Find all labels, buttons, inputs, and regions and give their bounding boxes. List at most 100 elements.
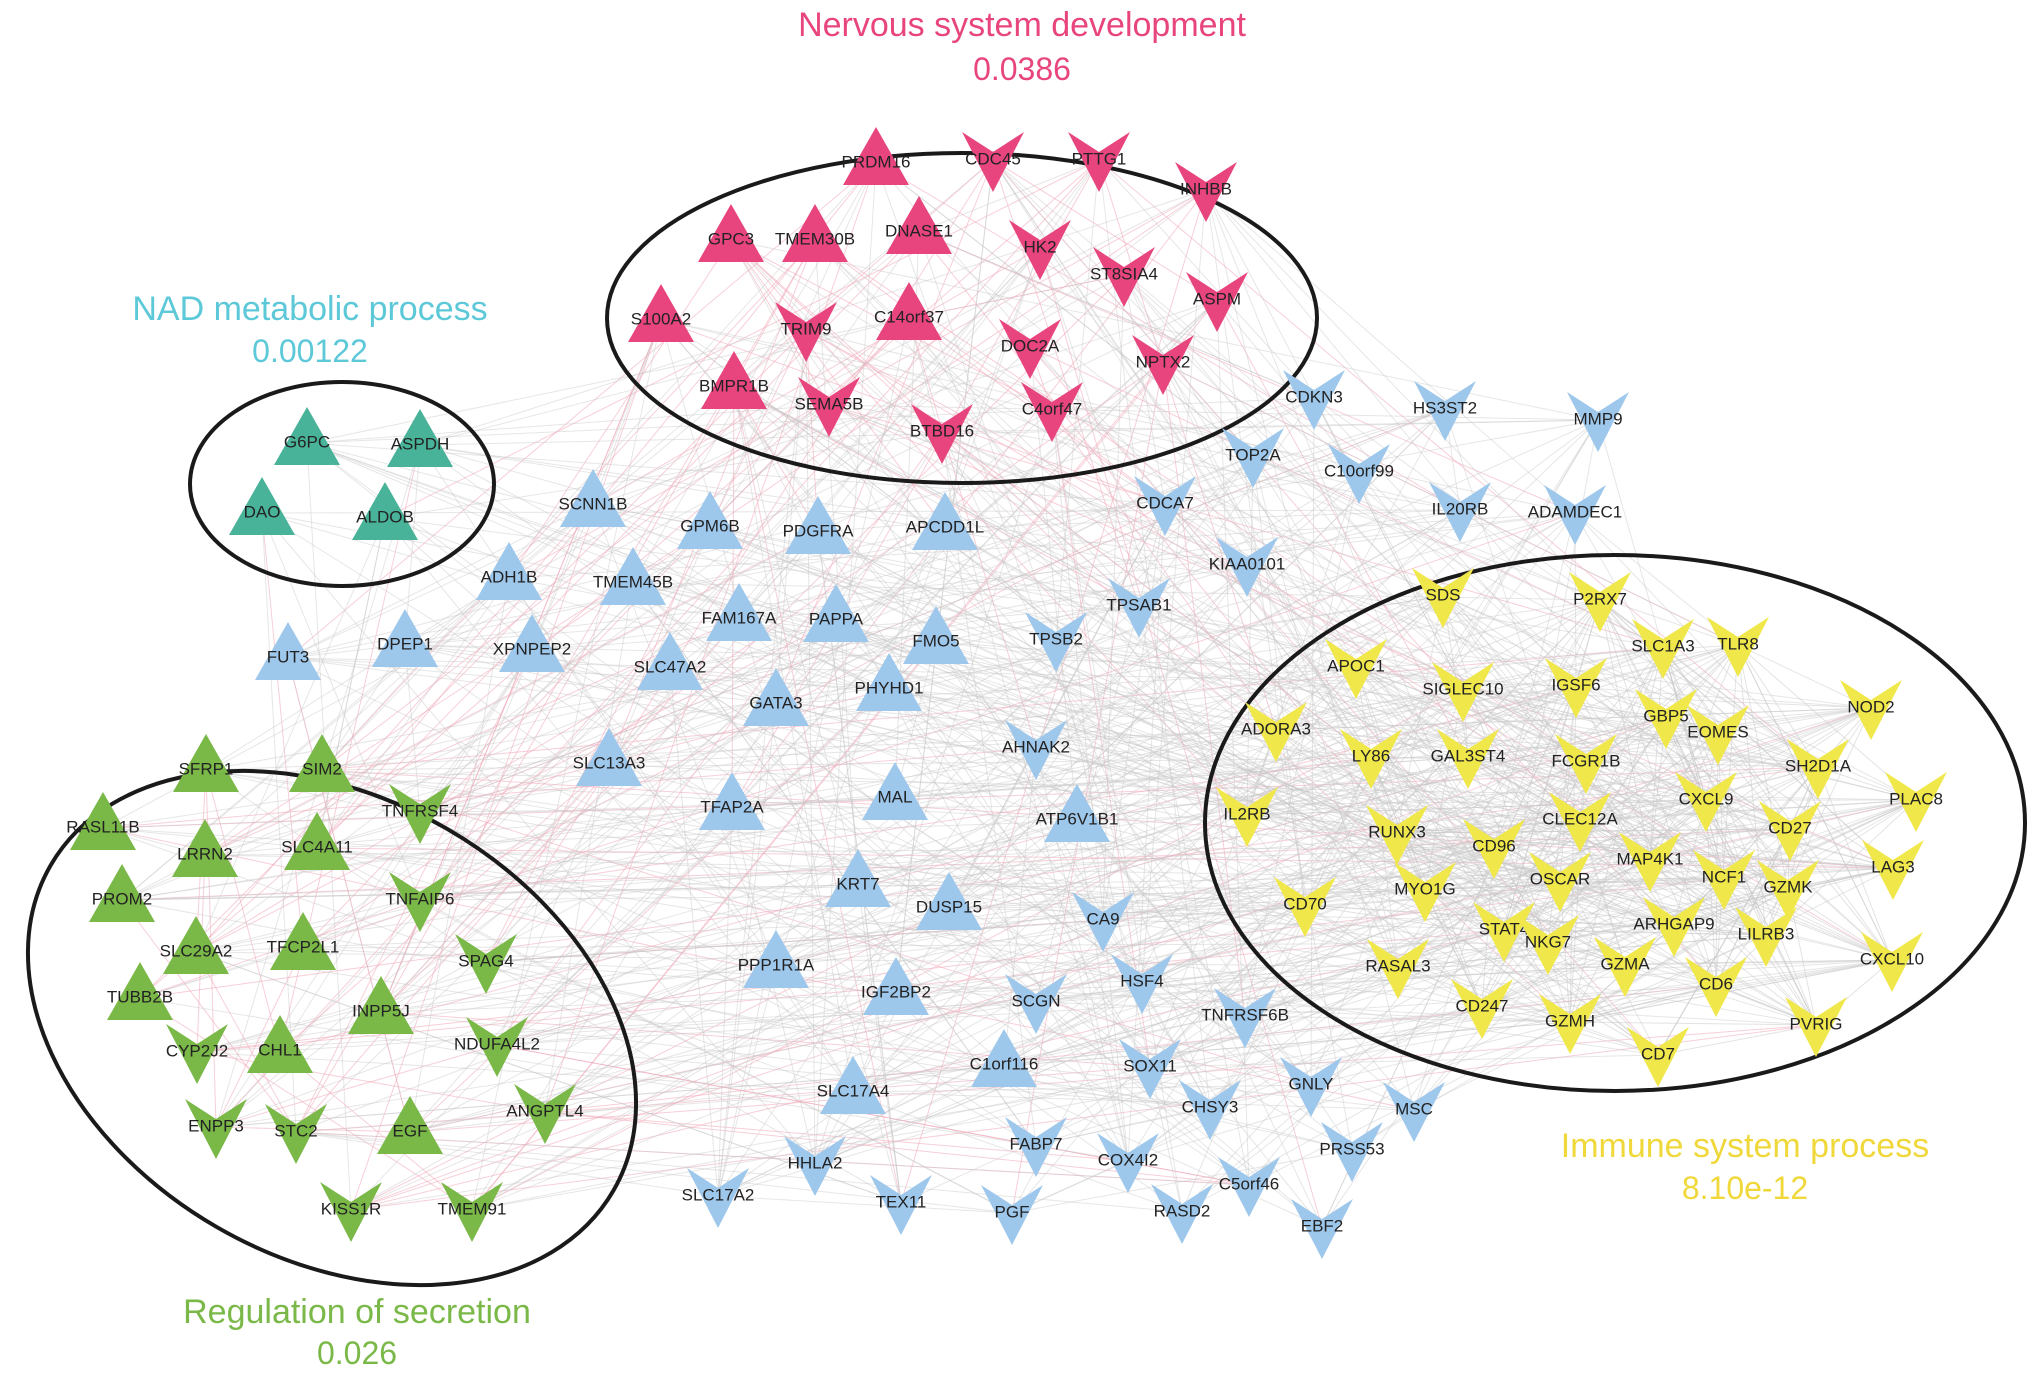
gene-node-c14orf37[interactable]: C14orf37 <box>874 282 944 340</box>
gene-node-pgf[interactable]: PGF <box>981 1185 1043 1245</box>
edge <box>828 404 1599 421</box>
edge <box>592 504 1140 607</box>
gene-node-enpp3[interactable]: ENPP3 <box>185 1099 247 1159</box>
gene-node-slc17a2[interactable]: SLC17A2 <box>682 1168 755 1228</box>
gene-node-tmem30b[interactable]: TMEM30B <box>775 204 855 262</box>
edge <box>835 619 1248 816</box>
gene-node-cdc45[interactable]: CDC45 <box>962 132 1024 192</box>
gene-node-plac8[interactable]: PLAC8 <box>1885 772 1947 832</box>
gene-node-slc29a2[interactable]: SLC29A2 <box>160 916 233 974</box>
gene-node-cd7[interactable]: CD7 <box>1627 1027 1689 1087</box>
edge <box>1039 247 1312 1086</box>
edge <box>1304 846 1495 906</box>
gene-node-lrrn2[interactable]: LRRN2 <box>172 819 238 877</box>
down-arrow-node-shape <box>1414 381 1476 441</box>
edge <box>733 386 902 1204</box>
edge <box>669 605 1140 669</box>
edge <box>852 879 1561 1093</box>
edge <box>350 319 662 1211</box>
edge <box>321 509 1461 771</box>
gene-node-prom2[interactable]: PROM2 <box>89 864 155 922</box>
gene-node-rasl11b[interactable]: RASL11B <box>66 792 140 850</box>
gene-node-fut3[interactable]: FUT3 <box>255 622 321 680</box>
edge <box>1102 512 1576 921</box>
edge <box>709 526 1817 1026</box>
edge <box>316 512 1576 849</box>
down-arrow-node-shape <box>1517 915 1579 975</box>
edge <box>814 239 1166 505</box>
gene-node-scnn1b[interactable]: SCNN1B <box>559 469 628 527</box>
edge <box>139 807 733 999</box>
edge <box>380 904 1306 1013</box>
edge <box>1149 512 1576 1068</box>
gene-node-doc2a[interactable]: DOC2A <box>999 319 1061 379</box>
edge <box>1205 189 1399 968</box>
edge <box>852 595 1444 1093</box>
gene-node-s100a2[interactable]: S100A2 <box>628 284 694 342</box>
up-triangle-node-shape <box>348 976 414 1034</box>
edge <box>775 965 1037 1146</box>
gene-node-ebf2[interactable]: EBF2 <box>1291 1199 1353 1259</box>
down-arrow-node-shape <box>1437 729 1499 789</box>
gene-node-dao[interactable]: DAO <box>229 477 295 535</box>
edge <box>814 707 1872 1165</box>
edge <box>895 159 994 994</box>
gene-node-aldob[interactable]: ALDOB <box>352 482 418 540</box>
gene-node-rasd2[interactable]: RASD2 <box>1151 1184 1213 1244</box>
edge <box>1467 756 1791 830</box>
edge <box>471 1006 1483 1211</box>
edge <box>814 239 859 886</box>
edge <box>730 239 1599 421</box>
up-triangle-node-shape <box>912 492 978 550</box>
gene-node-adh1b[interactable]: ADH1B <box>476 542 542 600</box>
edge <box>1396 828 1791 834</box>
edge <box>888 688 1561 881</box>
gene-node-tlr8[interactable]: TLR8 <box>1707 617 1769 677</box>
gene-node-gpc3[interactable]: GPC3 <box>698 204 764 262</box>
gene-node-tmem91[interactable]: TMEM91 <box>438 1182 507 1242</box>
edge <box>817 531 1505 931</box>
edge <box>669 564 1248 669</box>
gene-node-dnase1[interactable]: DNASE1 <box>885 196 953 254</box>
edge <box>1705 799 1817 1026</box>
up-triangle-node-shape <box>743 668 809 726</box>
down-arrow-node-shape <box>466 1017 528 1077</box>
edge <box>350 959 1893 1211</box>
edge <box>302 942 1549 949</box>
gene-node-mmp9[interactable]: MMP9 <box>1567 392 1629 452</box>
edge <box>316 517 386 849</box>
gene-node-g6pc[interactable]: G6PC <box>274 407 340 465</box>
gene-node-mal[interactable]: MAL <box>862 762 928 820</box>
edge <box>1035 1084 1312 1146</box>
edge <box>1424 867 1894 891</box>
gene-node-prss53[interactable]: PRSS53 <box>1319 1122 1385 1182</box>
edge <box>1569 934 1767 1023</box>
edge <box>1216 299 1469 758</box>
edge <box>592 299 1218 506</box>
gene-node-pdgfra[interactable]: PDGFRA <box>783 496 855 554</box>
edge <box>731 797 896 809</box>
gene-node-lag3[interactable]: LAG3 <box>1862 840 1924 900</box>
edge <box>306 442 352 1211</box>
gene-node-sfrp1[interactable]: SFRP1 <box>173 734 239 792</box>
gene-node-trim9[interactable]: TRIM9 <box>775 302 837 362</box>
gene-node-sim2[interactable]: SIM2 <box>289 734 355 792</box>
edge <box>295 1131 1250 1186</box>
edge <box>632 162 877 584</box>
edge <box>1098 159 1577 687</box>
edge <box>835 619 1675 926</box>
gene-node-kiss1r[interactable]: KISS1R <box>320 1182 382 1242</box>
gene-node-cxcl10[interactable]: CXCL10 <box>1860 932 1924 992</box>
edge <box>195 666 1357 953</box>
edge <box>1503 929 1767 936</box>
up-triangle-node-shape <box>782 204 848 262</box>
edge <box>496 688 890 1046</box>
edge <box>992 159 1218 301</box>
edge <box>102 827 1183 1213</box>
edge <box>1003 644 1739 1066</box>
gene-node-cox4i2[interactable]: COX4I2 <box>1097 1133 1159 1193</box>
gene-node-cyp2j2[interactable]: CYP2J2 <box>166 1024 228 1084</box>
edge <box>1503 685 1577 931</box>
cluster-outlines <box>25 151 2027 1288</box>
gene-node-xpnpep2[interactable]: XPNPEP2 <box>493 614 571 672</box>
